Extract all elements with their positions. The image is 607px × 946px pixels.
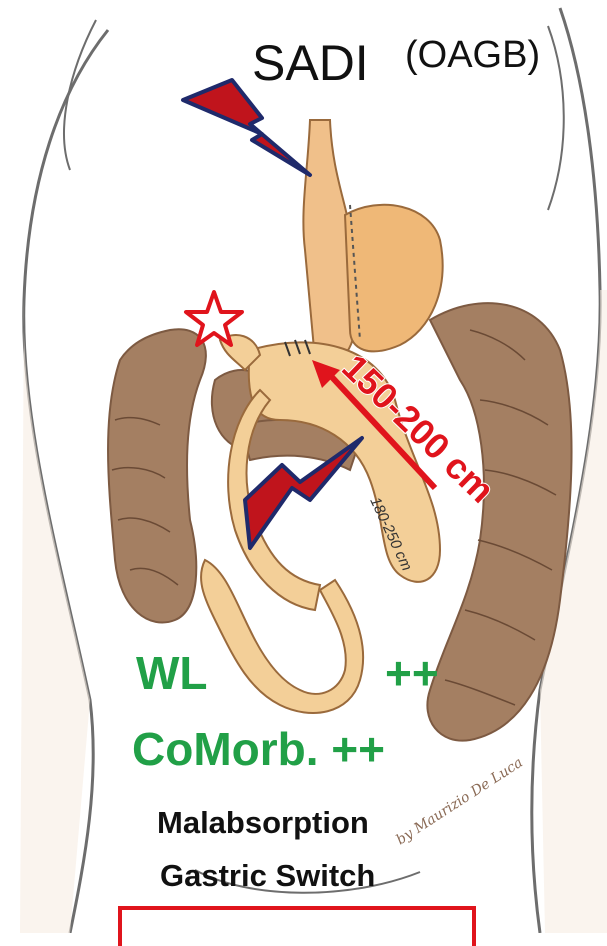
comorbidity-label: CoMorb. ++ [132,726,385,772]
page-subtitle: (OAGB) [402,36,543,74]
skin-shading [20,300,90,933]
page-title: SADI [252,38,369,88]
lightning-bolt-icon [183,80,310,175]
highlight-box [118,906,476,946]
mechanism-malabsorption: Malabsorption [157,807,369,838]
mechanism-gastric-switch: Gastric Switch [160,860,375,891]
weight-loss-label: WL [136,650,208,696]
stomach-sleeve [345,205,443,352]
weight-loss-value: ++ [385,650,439,696]
artist-signature: by Maurizio De Luca [393,755,525,849]
